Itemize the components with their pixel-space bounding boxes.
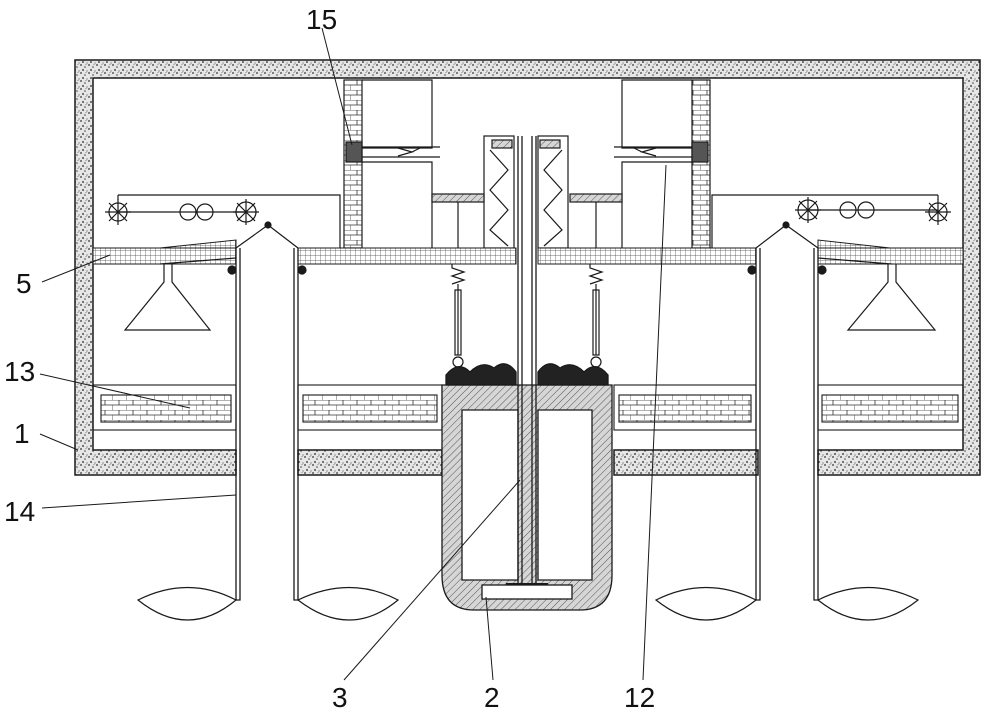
central-container: [441, 363, 613, 611]
label-5: 5: [16, 268, 32, 299]
propeller-blades: [136, 587, 920, 621]
side-shafts: [235, 248, 819, 601]
central-shaft: [506, 136, 548, 585]
label-14: 14: [4, 496, 36, 527]
pivot-arms: [227, 221, 827, 275]
push-rods: [431, 193, 623, 368]
label-2: 2: [484, 682, 500, 713]
funnels: [123, 257, 937, 331]
label-3: 3: [332, 682, 348, 713]
gear-train-right: [711, 194, 951, 248]
label-13: 13: [4, 356, 36, 387]
grid-plate: [92, 239, 964, 265]
upper-chamber: [343, 79, 711, 249]
label-12: 12: [624, 682, 656, 713]
screen-frame: [92, 384, 964, 431]
label-15: 15: [306, 4, 338, 35]
spring-assembly: [483, 135, 569, 249]
leader-lines: [39, 27, 667, 681]
label-1: 1: [14, 418, 30, 449]
gear-train-left: [105, 194, 341, 248]
